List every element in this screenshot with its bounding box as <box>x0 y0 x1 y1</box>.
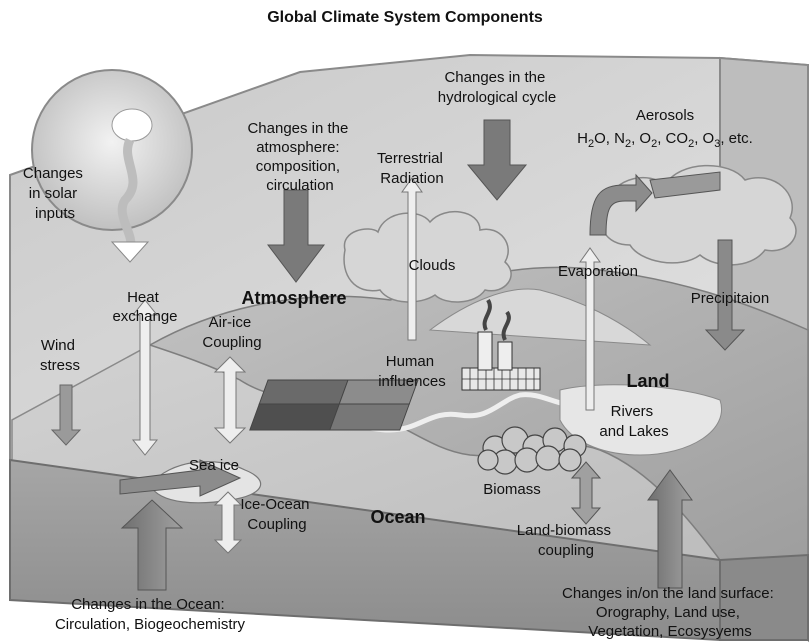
evaporation-label: Evaporation <box>558 263 638 280</box>
atmosphere-arrow <box>266 189 326 283</box>
gases-label: H2O, N2, O2, CO2, O3, etc. <box>577 130 753 150</box>
cloud-icon <box>343 211 512 303</box>
wind-stress-arrow <box>50 384 82 446</box>
factory-icon <box>461 298 541 391</box>
field-grid-icon <box>249 379 419 431</box>
aerosols-label: Aerosols <box>636 107 694 124</box>
ocean-changes-label: Changes in the Ocean: Circulation, Bioge… <box>55 596 246 633</box>
terrestrial-arrow <box>401 177 423 341</box>
sun-swirl-icon <box>31 69 193 263</box>
solar-inputs-label: Changes in solar inputs <box>23 165 87 222</box>
hydro-cycle-label: Changes in the hydrological cycle <box>438 69 556 106</box>
air-ice-label: Air-ice Coupling <box>202 314 261 351</box>
hydro-arrow <box>466 119 528 201</box>
ocean-label: Ocean <box>370 507 425 527</box>
precipitation-arrow <box>704 239 746 351</box>
forest-icon <box>477 426 587 475</box>
terrestrial-label: Terrestrial Radiation <box>377 150 447 187</box>
ocean-changes-arrow <box>120 499 184 591</box>
sea-ice-label: Sea ice <box>189 457 239 474</box>
ice-ocean-arrow <box>213 491 243 554</box>
land-changes-arrow <box>647 469 693 589</box>
biomass-label: Biomass <box>483 481 541 498</box>
heat-exchange-label: Heat exchange <box>112 289 177 325</box>
ice-ocean-label: Ice-Ocean Coupling <box>240 496 313 533</box>
mountain <box>428 288 652 346</box>
land-label: Land <box>627 371 670 391</box>
ice-drift-arrow <box>119 459 242 497</box>
land-biomass-label: Land-biomass coupling <box>517 522 615 559</box>
atmos-changes-label: Changes in the atmosphere: composition, … <box>247 120 352 194</box>
aerosol-flow <box>649 171 721 199</box>
rivers-label: Rivers and Lakes <box>599 403 668 440</box>
wind-stress-label: Wind stress <box>40 337 80 374</box>
atmosphere-label: Atmosphere <box>241 288 346 308</box>
human-influences-label: Human influences <box>378 353 446 390</box>
land-changes-label: Changes in/on the land surface: Orograph… <box>562 585 778 640</box>
air-ice-arrow <box>213 356 247 444</box>
evaporation-arrow <box>589 173 653 236</box>
heat-exchange-arrow <box>131 299 159 456</box>
lake <box>559 384 722 456</box>
precipitation-label: Precipitaion <box>691 290 769 307</box>
page-title: Global Climate System Components <box>267 9 543 26</box>
rivers-arrow <box>579 247 601 411</box>
box-front-right <box>719 553 809 641</box>
land-biomass-arrow <box>570 461 602 525</box>
clouds-label: Clouds <box>409 257 456 274</box>
